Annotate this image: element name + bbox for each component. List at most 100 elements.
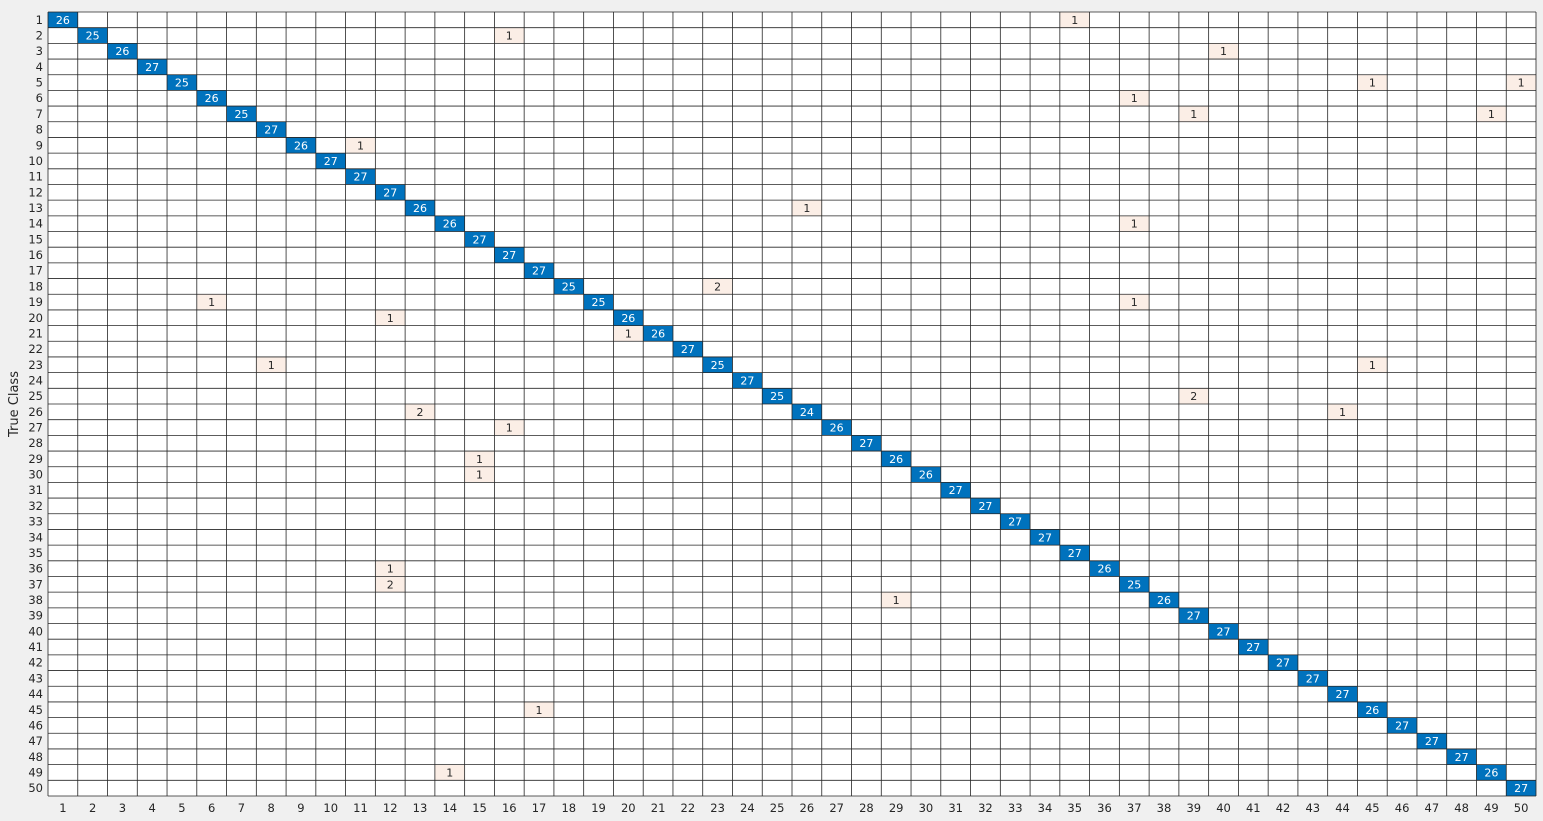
off-diagonal-value: 1 xyxy=(1339,406,1346,419)
y-tick-label: 1 xyxy=(36,13,43,27)
y-tick-label: 14 xyxy=(28,217,43,231)
x-tick-label: 12 xyxy=(383,801,398,815)
y-tick-label: 46 xyxy=(28,718,43,732)
diagonal-cell xyxy=(286,137,316,154)
off-diagonal-cell xyxy=(375,309,406,326)
diagonal-value: 26 xyxy=(1365,704,1379,717)
x-tick-label: 25 xyxy=(770,801,785,815)
off-diagonal-cell xyxy=(1119,215,1150,232)
x-tick-label: 15 xyxy=(472,801,487,815)
x-tick-label: 43 xyxy=(1305,801,1320,815)
diagonal-value: 27 xyxy=(1514,782,1528,795)
diagonal-value: 26 xyxy=(889,453,903,466)
diagonal-value: 26 xyxy=(56,14,70,27)
diagonal-cell xyxy=(107,43,138,60)
diagonal-value: 27 xyxy=(740,374,754,387)
off-diagonal-cell xyxy=(1059,12,1090,28)
y-tick-label: 20 xyxy=(28,311,43,325)
y-tick-label: 34 xyxy=(28,530,43,544)
diagonal-value: 27 xyxy=(502,249,516,262)
off-diagonal-cell xyxy=(1357,356,1388,373)
y-tick-label: 11 xyxy=(28,170,43,184)
diagonal-cell xyxy=(792,404,822,420)
y-tick-label: 27 xyxy=(28,421,43,435)
diagonal-cell xyxy=(1178,607,1209,624)
y-tick-label: 38 xyxy=(28,593,43,607)
off-diagonal-value: 1 xyxy=(387,563,394,576)
off-diagonal-value: 1 xyxy=(1369,359,1376,372)
x-tick-label: 34 xyxy=(1038,801,1053,815)
x-tick-label: 38 xyxy=(1157,801,1172,815)
diagonal-value: 27 xyxy=(473,233,487,246)
y-tick-label: 49 xyxy=(28,765,43,779)
diagonal-cell xyxy=(1208,623,1239,640)
diagonal-cell xyxy=(1446,748,1477,765)
diagonal-value: 27 xyxy=(1187,610,1201,623)
diagonal-cell xyxy=(137,59,168,75)
diagonal-cell xyxy=(167,74,197,91)
diagonal-cell xyxy=(1030,529,1060,546)
x-tick-label: 27 xyxy=(829,801,844,815)
y-tick-label: 33 xyxy=(28,515,43,529)
off-diagonal-value: 1 xyxy=(1518,77,1525,90)
diagonal-value: 27 xyxy=(949,484,963,497)
off-diagonal-value: 2 xyxy=(1190,390,1197,403)
y-tick-label: 9 xyxy=(36,138,43,152)
x-tick-label: 17 xyxy=(532,801,547,815)
diagonal-value: 26 xyxy=(621,312,635,325)
x-tick-label: 50 xyxy=(1514,801,1529,815)
x-tick-label: 7 xyxy=(238,801,245,815)
diagonal-value: 25 xyxy=(1127,578,1141,591)
matrix-grid xyxy=(47,11,1537,797)
diagonal-cell xyxy=(881,451,912,467)
diagonal-cell xyxy=(1416,733,1447,749)
x-tick-label: 4 xyxy=(148,801,155,815)
x-tick-label: 40 xyxy=(1216,801,1231,815)
diagonal-cell xyxy=(1506,780,1536,796)
diagonal-cell xyxy=(48,12,78,28)
x-tick-label: 22 xyxy=(681,801,696,815)
diagonal-cell xyxy=(434,215,465,232)
diagonal-cell xyxy=(702,356,733,373)
diagonal-value: 27 xyxy=(1306,672,1320,685)
off-diagonal-value: 1 xyxy=(208,296,215,309)
off-diagonal-value: 1 xyxy=(1220,45,1227,58)
x-tick-label: 45 xyxy=(1365,801,1380,815)
y-tick-label: 24 xyxy=(28,373,43,387)
x-tick-label: 26 xyxy=(800,801,815,815)
x-tick-label: 24 xyxy=(740,801,755,815)
x-tick-label: 16 xyxy=(502,801,517,815)
x-tick-label: 1 xyxy=(59,801,66,815)
off-diagonal-value: 2 xyxy=(417,406,424,419)
y-tick-label: 29 xyxy=(28,452,43,466)
off-diagonal-value: 1 xyxy=(1369,77,1376,90)
x-tick-label: 32 xyxy=(978,801,993,815)
off-diagonal-cell xyxy=(196,294,227,310)
diagonal-value: 27 xyxy=(1425,735,1439,748)
diagonal-value: 26 xyxy=(294,139,308,152)
x-tick-label: 21 xyxy=(651,801,666,815)
diagonal-value: 26 xyxy=(205,92,219,105)
x-tick-label: 42 xyxy=(1276,801,1291,815)
x-tick-label: 37 xyxy=(1127,801,1142,815)
x-tick-label: 3 xyxy=(119,801,126,815)
off-diagonal-cell xyxy=(613,325,644,342)
diagonal-cell xyxy=(1476,764,1507,781)
diagonal-cell xyxy=(940,482,971,499)
diagonal-value: 25 xyxy=(175,77,189,90)
diagonal-cell xyxy=(315,153,346,169)
y-tick-label: 47 xyxy=(28,734,43,748)
y-tick-label: 44 xyxy=(28,687,43,701)
x-tick-label: 19 xyxy=(591,801,606,815)
diagonal-cell xyxy=(1119,576,1150,593)
diagonal-cell xyxy=(1059,545,1090,561)
off-diagonal-cell xyxy=(405,404,435,420)
off-diagonal-cell xyxy=(702,278,733,295)
y-tick-label: 15 xyxy=(28,232,43,246)
off-diagonal-value: 2 xyxy=(387,578,394,591)
diagonal-value: 27 xyxy=(681,343,695,356)
off-diagonal-cell xyxy=(1119,90,1150,107)
y-tick-label: 17 xyxy=(28,264,43,278)
diagonal-value: 26 xyxy=(1157,594,1171,607)
x-tick-label: 47 xyxy=(1425,801,1440,815)
